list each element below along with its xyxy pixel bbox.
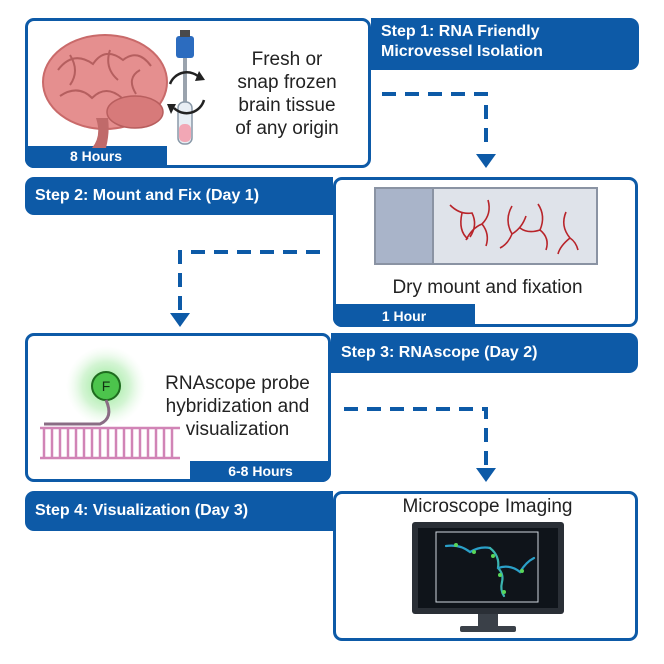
- step1-banner: Step 1: RNA Friendly Microvessel Isolati…: [371, 18, 639, 70]
- rotation-arrows-icon: [168, 71, 206, 115]
- step3-title: Step 3: RNAscope (Day 2): [341, 344, 538, 361]
- connector-2-3: [178, 250, 320, 310]
- step1-desc-line4: of any origin: [235, 118, 339, 139]
- step4-title: Step 4: Visualization (Day 3): [35, 502, 249, 519]
- step1-desc-line1: Fresh or: [251, 49, 323, 70]
- imaged-vessel-icon: [444, 544, 536, 598]
- microscope-slide-icon: [374, 187, 598, 265]
- step1-desc-line3: brain tissue: [238, 95, 336, 116]
- fluorophore-icon: [66, 346, 146, 426]
- step2-title: Step 2: Mount and Fix (Day 1): [35, 187, 260, 204]
- connector-3-4: [344, 407, 488, 466]
- step2-banner: Step 2: Mount and Fix (Day 1): [25, 177, 333, 215]
- microvessel-icon: [449, 199, 579, 255]
- monitor-icon: [412, 522, 564, 632]
- step1-duration: 8 Hours: [25, 146, 167, 168]
- arrowhead-2: [170, 313, 190, 327]
- step4-banner: Step 4: Visualization (Day 3): [25, 491, 333, 531]
- step2-duration: 1 Hour: [333, 304, 475, 327]
- step3-duration: 6-8 Hours: [190, 461, 331, 482]
- rna-strand-icon: [40, 426, 180, 460]
- arrowhead-3: [476, 468, 496, 482]
- step1-title-line1: Step 1: RNA Friendly: [381, 23, 540, 40]
- step3-desc-line3: visualization: [185, 419, 290, 440]
- arrowhead-1: [476, 154, 496, 168]
- step4-description: Microscope Imaging: [402, 496, 573, 517]
- step2-description: Dry mount and fixation: [392, 277, 583, 298]
- step3-banner: Step 3: RNAscope (Day 2): [331, 333, 638, 373]
- step3-desc-line2: hybridization and: [165, 396, 310, 417]
- brain-icon: [42, 34, 168, 148]
- step1-description: Fresh or snap frozen brain tissue of any…: [222, 48, 352, 140]
- step1-desc-line2: snap frozen: [237, 72, 337, 93]
- step3-description: RNAscope probe hybridization and visuali…: [150, 372, 325, 441]
- step1-title-line2: Microvessel Isolation: [381, 43, 543, 60]
- probe-label: F: [101, 378, 111, 394]
- step3-desc-line1: RNAscope probe: [165, 373, 310, 394]
- probe-linker-icon: [44, 399, 111, 426]
- connector-1-2: [382, 92, 488, 150]
- signal-dots-icon: [454, 543, 524, 594]
